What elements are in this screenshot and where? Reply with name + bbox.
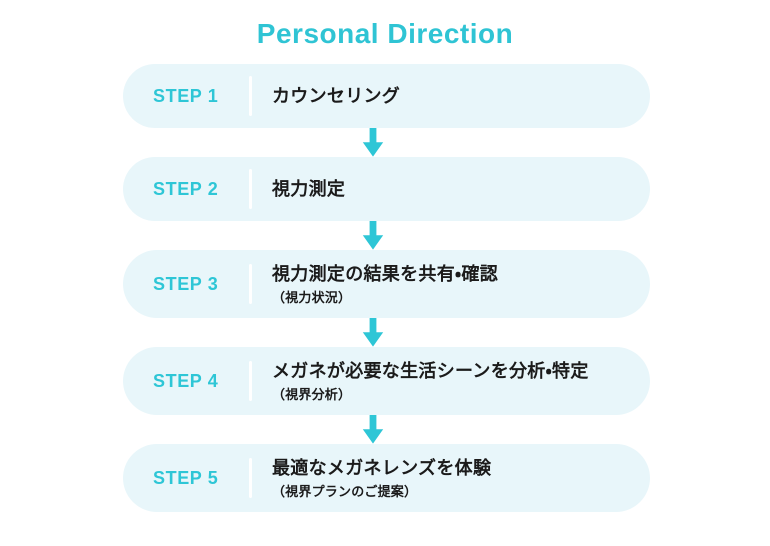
step-body-5: 最適なメガネレンズを体験 （視界プランのご提案） bbox=[272, 455, 650, 502]
step-label-3: STEP 3 bbox=[153, 273, 219, 294]
step-card-1: STEP 1 カウンセリング bbox=[123, 64, 650, 128]
step-divider bbox=[249, 264, 252, 304]
step-card-4: STEP 4 メガネが必要な生活シーンを分析・特定 （視界分析） bbox=[123, 347, 650, 415]
step-text-2: 視力測定 bbox=[272, 179, 346, 199]
step-body-4: メガネが必要な生活シーンを分析・特定 （視界分析） bbox=[272, 358, 650, 405]
step-divider bbox=[249, 361, 252, 401]
arrow-down-icon bbox=[362, 221, 383, 250]
flow-connector-1 bbox=[109, 128, 636, 157]
step-divider bbox=[249, 169, 252, 209]
step-divider bbox=[249, 458, 252, 498]
step-card-3: STEP 3 視力測定の結果を共有・確認 （視力状況） bbox=[123, 250, 650, 318]
step-text-4: メガネが必要な生活シーンを分析・特定 bbox=[272, 360, 589, 381]
arrow-down-icon bbox=[362, 415, 383, 444]
flow-connector-4 bbox=[109, 415, 636, 444]
step-subtext-5: （視界プランのご提案） bbox=[272, 483, 418, 499]
step-body-1: カウンセリング bbox=[272, 83, 650, 109]
step-text-3: 視力測定の結果を共有・確認 bbox=[272, 263, 499, 284]
step-subtext-4: （視界分析） bbox=[272, 386, 352, 402]
step-text-5: 最適なメガネレンズを体験 bbox=[272, 457, 492, 478]
step-card-2: STEP 2 視力測定 bbox=[123, 157, 650, 221]
step-flow-list: STEP 1 カウンセリング STEP 2 視力測定 bbox=[123, 64, 650, 512]
step-label-1: STEP 1 bbox=[153, 85, 219, 106]
page-title: Personal Direction bbox=[256, 18, 514, 49]
step-label-4: STEP 4 bbox=[153, 370, 219, 391]
step-card-5: STEP 5 最適なメガネレンズを体験 （視界プランのご提案） bbox=[123, 444, 650, 512]
step-body-2: 視力測定 bbox=[272, 176, 650, 202]
step-body-3: 視力測定の結果を共有・確認 （視力状況） bbox=[272, 261, 650, 308]
step-text-1: カウンセリング bbox=[272, 86, 401, 106]
step-label-5: STEP 5 bbox=[153, 467, 219, 488]
flow-connector-3 bbox=[109, 318, 636, 347]
arrow-down-icon bbox=[362, 128, 383, 157]
step-label-2: STEP 2 bbox=[153, 178, 219, 199]
flow-connector-2 bbox=[109, 221, 636, 250]
step-subtext-3: （視力状況） bbox=[272, 289, 352, 305]
arrow-down-icon bbox=[362, 318, 383, 347]
step-divider bbox=[249, 76, 252, 116]
